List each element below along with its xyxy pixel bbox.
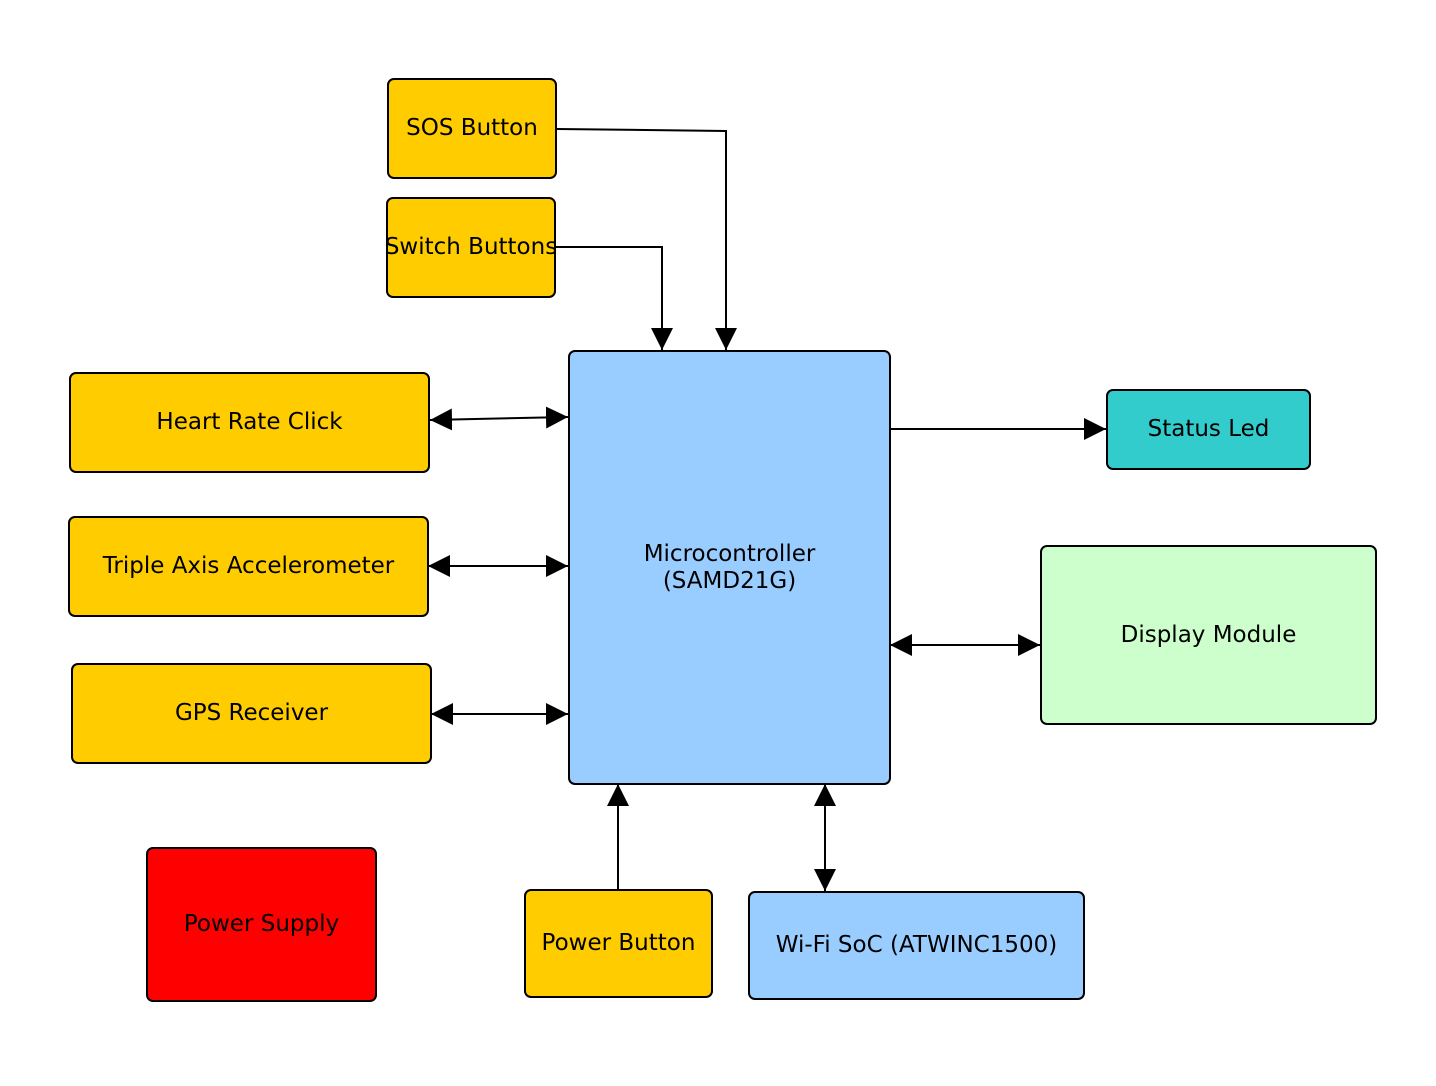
switch-buttons-block: Switch Buttons — [384, 197, 558, 298]
power-button-label: Power Button — [541, 930, 696, 956]
sos-button-block: SOS Button — [387, 78, 557, 179]
wifi-soc-label: Wi-Fi SoC (ATWINC1500) — [775, 932, 1058, 958]
connector-switch-to-mcu — [556, 246, 673, 350]
display-module-label: Display Module — [1120, 621, 1297, 648]
sos-button-label: SOS Button — [406, 115, 538, 141]
gps-receiver-label: GPS Receiver — [174, 700, 329, 726]
accelerometer-label: Triple Axis Accelerometer — [102, 553, 395, 579]
status-led-label: Status Led — [1147, 416, 1270, 442]
microcontroller-block: Microcontroller (SAMD21G) — [568, 350, 891, 785]
microcontroller-part: (SAMD21G) — [662, 568, 797, 594]
connector-heart-rate-mcu — [429, 406, 569, 431]
wifi-soc-block: Wi-Fi SoC (ATWINC1500) — [748, 891, 1085, 1000]
heart-rate-click-label: Heart Rate Click — [156, 409, 343, 435]
power-button-block: Power Button — [524, 889, 713, 998]
accelerometer-block: Triple Axis Accelerometer — [68, 516, 429, 617]
connector-sos-to-mcu — [556, 128, 737, 350]
heart-rate-click-block: Heart Rate Click — [69, 372, 430, 473]
power-supply-block: Power Supply — [146, 847, 377, 1002]
microcontroller-label: Microcontroller (SAMD21G) — [644, 541, 816, 595]
status-led-block: Status Led — [1106, 389, 1311, 470]
gps-receiver-block: GPS Receiver — [71, 663, 432, 764]
switch-buttons-label: Switch Buttons — [384, 234, 558, 260]
power-supply-label: Power Supply — [183, 911, 340, 937]
microcontroller-name: Microcontroller — [643, 541, 816, 567]
display-module-block: Display Module — [1040, 545, 1377, 725]
